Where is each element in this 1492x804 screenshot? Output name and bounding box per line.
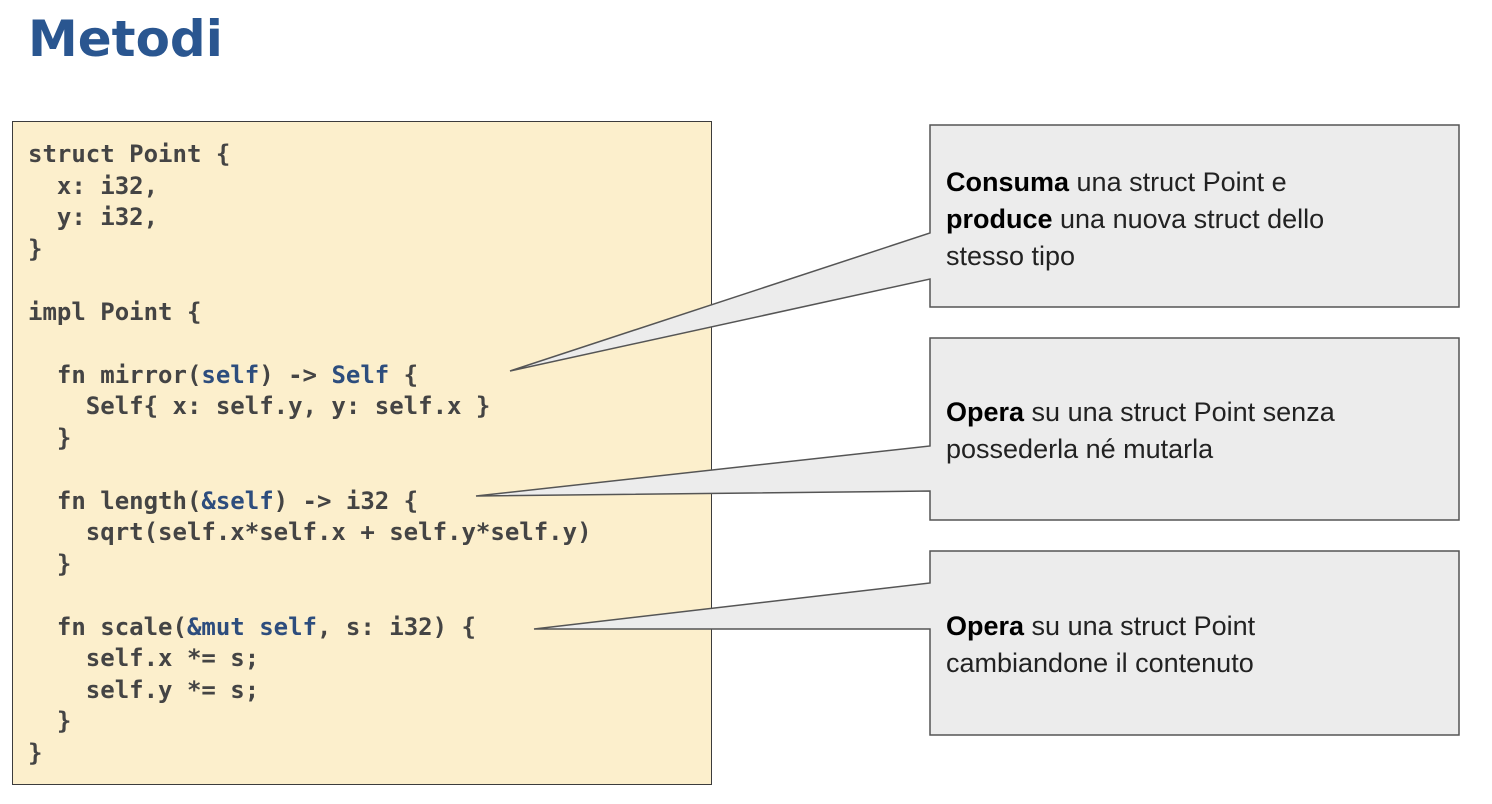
code-line: } — [28, 707, 71, 735]
callout-bold: Opera — [946, 611, 1025, 641]
callout-consuma: Consuma una struct Point e produce una n… — [946, 164, 1436, 275]
code-token: y: i32, — [28, 203, 159, 231]
code-line: Self{ x: self.y, y: self.x } — [28, 392, 491, 420]
callout-opera-mut: Opera su una struct Point cambiandone il… — [946, 608, 1436, 682]
code-token: ) -> — [259, 360, 332, 389]
code-token: } — [28, 738, 43, 767]
code-line: } — [28, 739, 42, 767]
callout-shape-opera-mut — [533, 550, 1460, 736]
code-token: impl Point { — [28, 297, 202, 326]
code-line: fn scale(&mut self, s: i32) { — [28, 613, 476, 641]
code-token: } — [28, 707, 72, 735]
code-line: } — [28, 550, 71, 578]
code-line: } — [28, 424, 71, 452]
code-token: } — [28, 549, 72, 578]
callout-line: Opera su una struct Point senza — [946, 394, 1436, 431]
code-token: sqrt(self.x*self.x + self.y*self.y) — [28, 518, 592, 546]
callout-line: produce una nuova struct dello — [946, 201, 1436, 238]
code-token: ) -> i32 { — [273, 486, 419, 515]
code-token: self.x *= s; — [28, 644, 260, 672]
callout-bold: Opera — [946, 397, 1025, 427]
code-line: } — [28, 235, 42, 263]
callout-line: Opera su una struct Point — [946, 608, 1436, 645]
callout-bold: produce — [946, 204, 1053, 234]
code-keyword: &self — [201, 486, 274, 515]
code-line: struct Point { — [28, 140, 230, 168]
callout-text: una struct Point e — [1069, 167, 1287, 197]
code-line: sqrt(self.x*self.x + self.y*self.y) — [28, 518, 592, 546]
code-line: self.y *= s; — [28, 676, 259, 704]
code-token: fn mirror( — [28, 360, 202, 389]
code-keyword: &mut self — [186, 612, 317, 641]
code-token: struct Point { — [28, 140, 231, 168]
code-text: struct Point { x: i32, y: i32, } impl Po… — [28, 139, 592, 769]
callout-text: su una struct Point senza — [1024, 397, 1335, 427]
code-token: x: i32, — [28, 171, 159, 200]
code-block: struct Point { x: i32, y: i32, } impl Po… — [12, 121, 712, 785]
callout-line: cambiandone il contenuto — [946, 648, 1254, 678]
callout-shape-consuma — [509, 124, 1460, 372]
callout-shape-opera-ref — [475, 337, 1460, 521]
code-token: Self{ x: self.y, y: self.x } — [28, 392, 491, 420]
code-line: y: i32, — [28, 203, 158, 231]
code-token: fn length( — [28, 486, 202, 515]
code-token: self.y *= s; — [28, 675, 260, 704]
callout-line: Consuma una struct Point e — [946, 164, 1436, 201]
code-token: fn scale( — [28, 612, 187, 641]
callout-bold: Consuma — [946, 167, 1070, 197]
code-line: fn length(&self) -> i32 { — [28, 487, 418, 515]
code-token: } — [28, 234, 43, 263]
code-token: { — [389, 360, 419, 389]
code-keyword: self — [201, 360, 260, 389]
code-line: impl Point { — [28, 298, 201, 326]
callout-line: possederla né mutarla — [946, 434, 1214, 464]
callout-text: su una struct Point — [1024, 611, 1256, 641]
code-keyword: Self — [331, 360, 390, 389]
callout-line: stesso tipo — [946, 241, 1076, 271]
code-line: self.x *= s; — [28, 644, 259, 672]
code-line: x: i32, — [28, 172, 158, 200]
callout-text: una nuova struct dello — [1052, 204, 1325, 234]
code-token: } — [28, 423, 72, 452]
code-token: , s: i32) { — [317, 612, 476, 641]
page-title: Metodi — [28, 10, 223, 68]
code-line: fn mirror(self) -> Self { — [28, 361, 418, 389]
callout-opera-ref: Opera su una struct Point senza posseder… — [946, 394, 1436, 468]
